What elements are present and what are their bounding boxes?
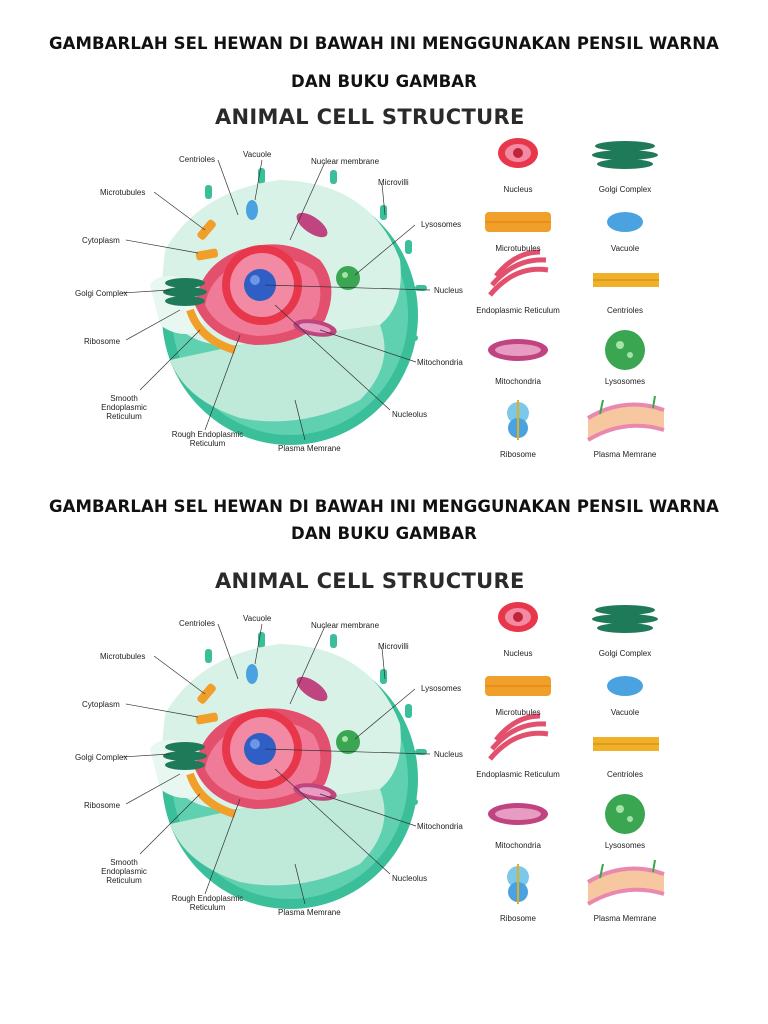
legend-microtubules-icon: [485, 676, 551, 696]
label-microvilli: Microvilli: [378, 178, 409, 187]
label-nuclear-membrane: Nuclear membrane: [311, 621, 380, 630]
legend-label-er: Endoplasmic Reticulum: [476, 770, 560, 779]
label-cytoplasm: Cytoplasm: [82, 700, 120, 709]
label-centrioles: Centrioles: [179, 619, 216, 628]
legend-label-lysosomes: Lysosomes: [604, 377, 646, 386]
legend-label-golgi: Golgi Complex: [598, 649, 652, 658]
label-smooth-er: Smooth Endoplasmic Reticulum: [96, 394, 152, 421]
label-lysosomes: Lysosomes: [421, 684, 462, 693]
label-rough-er: Rough Endoplasmic Reticulum: [165, 430, 250, 448]
legend-label-plasma-membrane: Plasma Memrane: [593, 450, 657, 459]
label-lysosomes: Lysosomes: [421, 220, 462, 229]
label-centrioles: Centrioles: [179, 155, 216, 164]
label-nucleus: Nucleus: [434, 750, 463, 759]
legend-ribosome-icon: [507, 864, 529, 904]
label-cytoplasm: Cytoplasm: [82, 236, 120, 245]
label-vacuole: Vacuole: [243, 614, 272, 623]
legend-label-nucleus: Nucleus: [503, 649, 533, 658]
label-smooth-er-line-3: Reticulum: [106, 412, 142, 421]
label-microtubules: Microtubules: [100, 652, 146, 661]
instruction-2-line-1: GAMBARLAH SEL HEWAN DI BAWAH INI MENGGUN…: [48, 497, 720, 516]
label-smooth-er-line-2: Endoplasmic: [101, 403, 147, 412]
legend-vacuole-icon: [607, 676, 643, 696]
legend-label-ribosome: Ribosome: [499, 914, 536, 923]
legend-ribosome-icon: [507, 400, 529, 440]
label-nucleolus: Nucleolus: [392, 874, 428, 883]
legend-golgi-icon: [592, 141, 658, 169]
animal-cell-diagram: [121, 623, 431, 909]
legend-mitochondria-icon: [488, 803, 548, 825]
label-nucleolus: Nucleolus: [392, 410, 428, 419]
label-smooth-er-line-3: Reticulum: [106, 876, 142, 885]
label-plasma-membrane: Plasma Memrane: [278, 908, 341, 917]
label-rough-er-line-2: Reticulum: [189, 439, 226, 448]
legend-centrioles-icon: [593, 737, 659, 751]
legend-label-nucleus: Nucleus: [503, 185, 533, 194]
legend-label-plasma-membrane: Plasma Memrane: [593, 914, 657, 923]
animal-cell-diagram: [121, 159, 431, 445]
legend-label-mitochondria: Mitochondria: [495, 377, 541, 386]
label-rough-er: Rough Endoplasmic Reticulum: [165, 894, 250, 912]
legend-er-icon: [488, 713, 549, 761]
label-nucleus: Nucleus: [434, 286, 463, 295]
instruction-line-1: GAMBARLAH SEL HEWAN DI BAWAH INI MENGGUN…: [48, 34, 720, 53]
label-golgi-complex: Golgi Complex: [75, 289, 128, 298]
label-smooth-er-line-1: Smooth: [110, 858, 138, 867]
label-mitochondria: Mitochondria: [417, 358, 463, 367]
legend-label-vacuole: Vacuole: [610, 708, 640, 717]
legend-icons: [485, 602, 665, 906]
legend-microtubules-icon: [485, 212, 551, 232]
legend-lysosome-icon: [605, 794, 645, 834]
label-vacuole: Vacuole: [243, 150, 272, 159]
legend-golgi-icon: [592, 605, 658, 633]
legend-plasma-membrane-icon: [586, 395, 665, 442]
legend-label-ribosome: Ribosome: [499, 450, 536, 459]
legend-label-er: Endoplasmic Reticulum: [476, 306, 560, 315]
poster-title: ANIMAL CELL STRUCTURE: [215, 105, 525, 129]
legend-mitochondria-icon: [488, 339, 548, 361]
label-plasma-membrane: Plasma Memrane: [278, 444, 341, 453]
legend-label-lysosomes: Lysosomes: [604, 841, 646, 850]
legend-label-microtubules: Microtubules: [495, 244, 541, 253]
label-rough-er-line-1: Rough Endoplasmic: [171, 430, 244, 439]
instruction-2-line-2: DAN BUKU GAMBAR: [291, 524, 477, 543]
legend-er-icon: [488, 249, 549, 297]
legend-nucleus-icon: [498, 138, 538, 168]
legend-icons: [485, 138, 665, 442]
label-smooth-er: Smooth Endoplasmic Reticulum: [96, 858, 152, 885]
label-smooth-er-line-2: Endoplasmic: [101, 867, 147, 876]
cell-poster-2: ANIMAL CELL STRUCTURE: [0, 564, 768, 929]
label-microvilli: Microvilli: [378, 642, 409, 651]
instruction-line-2: DAN BUKU GAMBAR: [291, 72, 477, 91]
label-smooth-er-line-1: Smooth: [110, 394, 138, 403]
legend-plasma-membrane-icon: [586, 859, 665, 906]
legend-label-centrioles: Centrioles: [606, 770, 643, 779]
poster-title: ANIMAL CELL STRUCTURE: [215, 569, 525, 593]
legend-centrioles-icon: [593, 273, 659, 287]
label-nuclear-membrane: Nuclear membrane: [311, 157, 380, 166]
label-mitochondria: Mitochondria: [417, 822, 463, 831]
label-microtubules: Microtubules: [100, 188, 146, 197]
legend-nucleus-icon: [498, 602, 538, 632]
legend-lysosome-icon: [605, 330, 645, 370]
label-ribosome: Ribosome: [84, 337, 121, 346]
legend-label-golgi: Golgi Complex: [598, 185, 652, 194]
legend-label-microtubules: Microtubules: [495, 708, 541, 717]
label-rough-er-line-2: Reticulum: [189, 903, 226, 912]
cell-poster-1: ANIMAL CELL STRUCTURE: [0, 100, 768, 465]
label-golgi-complex: Golgi Complex: [75, 753, 128, 762]
label-ribosome: Ribosome: [84, 801, 121, 810]
legend-label-mitochondria: Mitochondria: [495, 841, 541, 850]
legend-label-centrioles: Centrioles: [606, 306, 643, 315]
legend-vacuole-icon: [607, 212, 643, 232]
label-rough-er-line-1: Rough Endoplasmic: [171, 894, 244, 903]
legend-label-vacuole: Vacuole: [610, 244, 640, 253]
